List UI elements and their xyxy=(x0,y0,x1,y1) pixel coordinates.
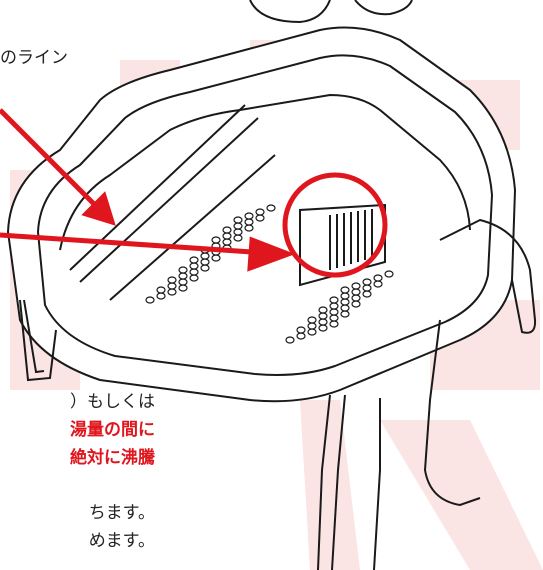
foot-pad-dot xyxy=(340,298,350,306)
foot-pad-dot xyxy=(233,222,243,230)
foot-pad-dot xyxy=(362,284,372,292)
instruction-text-1: ）もしくは xyxy=(70,392,155,412)
foot-pad-dot xyxy=(211,254,221,262)
foot-pad-dot xyxy=(340,292,350,300)
foot-pad-dot xyxy=(329,314,339,322)
arrow-to-brush-detail xyxy=(0,232,253,255)
foot-pad-dot xyxy=(373,280,383,288)
foot-pad-dot xyxy=(233,216,243,224)
foot-pad-dot xyxy=(222,226,232,234)
foot-pad-dot xyxy=(318,318,328,326)
foot-pad-dot xyxy=(351,282,361,290)
foot-pad-dot xyxy=(255,208,265,216)
foot-pad-dot xyxy=(244,218,254,226)
foot-pad-dot xyxy=(244,212,254,220)
foot-pad-dot xyxy=(189,274,199,282)
foot-pad-dot xyxy=(307,322,317,330)
foot-pad-dot xyxy=(373,274,383,282)
instruction-warning-1: 湯量の間に xyxy=(70,420,155,440)
foot-pad-dot xyxy=(362,278,372,286)
foot-pad-dot xyxy=(384,270,394,278)
foot-pad-dot xyxy=(285,336,295,344)
foot-pad-dot xyxy=(200,264,210,272)
arrow-to-water-line xyxy=(0,108,100,210)
foot-pad-dot xyxy=(178,272,188,280)
foot-pad-dot xyxy=(233,228,243,236)
foot-pad-dot xyxy=(362,290,372,298)
top-handle xyxy=(249,0,413,24)
foot-pad-dot xyxy=(296,332,306,340)
foot-pad-dot xyxy=(340,310,350,318)
foot-pad-dot xyxy=(318,324,328,332)
foot-pad-dot xyxy=(167,282,177,290)
foot-pad-dot xyxy=(266,204,276,212)
foot-pad-dot xyxy=(189,268,199,276)
foot-pad-dot xyxy=(167,288,177,296)
foot-pad-dot xyxy=(244,224,254,232)
foot-pad-dot xyxy=(318,312,328,320)
arrow-head-brush xyxy=(247,236,296,272)
foot-pad-dots xyxy=(145,204,394,344)
foot-pad-dot xyxy=(318,306,328,314)
instruction-warning-2: 絶対に沸騰 xyxy=(70,448,155,468)
foot-pad-dot xyxy=(351,294,361,302)
foot-pad-dot xyxy=(156,286,166,294)
arrows xyxy=(0,108,296,272)
instruction-text-3: めます。 xyxy=(88,531,155,551)
foot-pad-dot xyxy=(189,256,199,264)
foot-pad-dot xyxy=(178,278,188,286)
highlight-circle xyxy=(282,172,388,278)
arrow-head-water-line xyxy=(81,191,116,226)
foot-pad-dot xyxy=(329,308,339,316)
foot-pad-dot xyxy=(145,296,155,304)
foot-pad-dot xyxy=(329,320,339,328)
foot-pad-dot xyxy=(296,326,306,334)
foot-pad-dot xyxy=(211,236,221,244)
foot-pad-dot xyxy=(156,292,166,300)
foot-pad-dot xyxy=(351,288,361,296)
foot-pad-dot xyxy=(329,296,339,304)
foot-pad-dot xyxy=(307,316,317,324)
foot-pad-dot xyxy=(233,234,243,242)
foot-pad-dot xyxy=(340,304,350,312)
foot-pad-dot xyxy=(340,286,350,294)
foot-pad-dot xyxy=(200,252,210,260)
foot-pad-dot xyxy=(178,284,188,292)
foot-pad-dot xyxy=(167,276,177,284)
foot-pad-dot xyxy=(200,258,210,266)
instruction-text-2: ちます。 xyxy=(88,503,155,523)
foot-pad-dot xyxy=(255,214,265,222)
foot-pad-dot xyxy=(351,300,361,308)
foot-pad-dot xyxy=(189,262,199,270)
instruction-top-text: のライン xyxy=(0,48,68,68)
foot-pad-dot xyxy=(329,302,339,310)
foot-pad-dot xyxy=(222,232,232,240)
foot-pad-dot xyxy=(222,238,232,246)
basin-legs xyxy=(19,218,537,570)
foot-pad-dot xyxy=(178,266,188,274)
foot-pad-dot xyxy=(307,328,317,336)
